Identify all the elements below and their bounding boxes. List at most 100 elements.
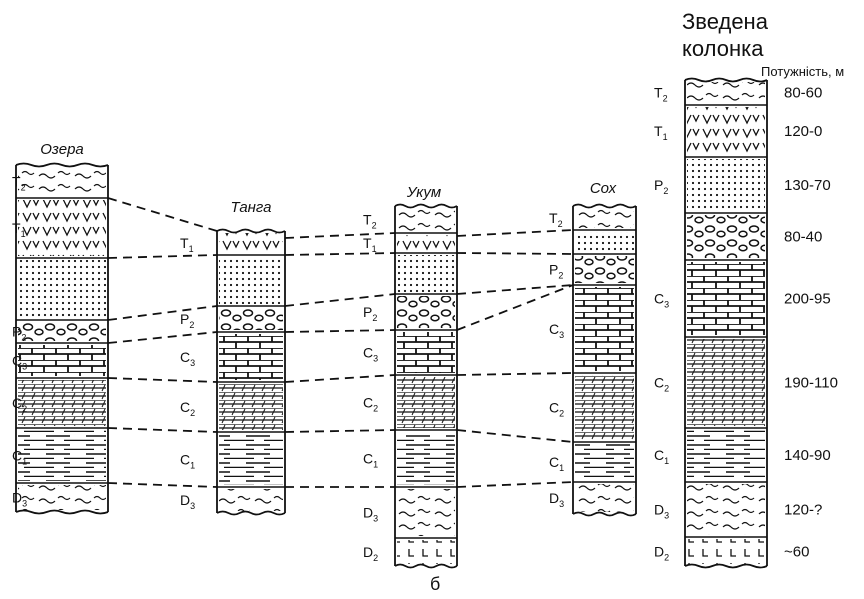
summary-title-line1: Зведена xyxy=(682,9,769,34)
layer-basalt xyxy=(687,539,765,564)
strat-label: D3 xyxy=(654,502,669,521)
layer-sand xyxy=(18,260,106,318)
thickness-value: 120-0 xyxy=(784,123,822,140)
column-title-tanga: Танга xyxy=(230,199,271,216)
strat-label: C1 xyxy=(549,454,564,473)
layer-volcanic xyxy=(219,233,283,253)
strat-label: P2 xyxy=(654,177,668,196)
thickness-header: Потужність, м xyxy=(761,64,844,79)
thickness-value: 80-40 xyxy=(784,229,822,246)
strat-label: D3 xyxy=(549,490,564,509)
column-title-sokh: Сох xyxy=(590,180,617,197)
layer-conglomerate xyxy=(18,322,106,341)
layer-volcanic xyxy=(687,107,765,155)
layer-dolomite xyxy=(397,377,455,428)
layer-shale xyxy=(397,489,455,536)
thickness-value: 190-110 xyxy=(784,375,838,392)
layer-limestone xyxy=(575,287,634,371)
strat-label: T2 xyxy=(654,85,668,104)
layer-volcanic xyxy=(18,200,106,256)
figure-caption: б xyxy=(430,574,440,594)
correlation-line xyxy=(108,332,217,343)
thickness-value: 140-90 xyxy=(784,447,831,464)
strat-label: D2 xyxy=(363,544,378,563)
layer-sand xyxy=(219,257,283,304)
summary-title-line2: колонка xyxy=(682,36,764,61)
strat-label: C3 xyxy=(363,345,378,364)
strat-label: C3 xyxy=(549,321,564,340)
layer-dolomite xyxy=(575,375,634,440)
correlation-line xyxy=(108,378,217,382)
thickness-value: 200-95 xyxy=(784,291,831,308)
layer-limestone xyxy=(687,262,765,335)
strat-label: C3 xyxy=(180,349,195,368)
layer-conglomerate xyxy=(219,308,283,330)
strat-label: C2 xyxy=(363,395,378,414)
layer-dolomite xyxy=(219,384,283,430)
strat-label: C1 xyxy=(654,447,669,466)
layer-dolomite xyxy=(687,339,765,426)
correlation-line xyxy=(285,375,395,382)
layer-limestone xyxy=(18,345,106,376)
strat-label: T1 xyxy=(180,235,194,254)
strat-label: C2 xyxy=(549,400,564,419)
column-sokh xyxy=(573,205,636,516)
column-summary xyxy=(685,79,767,568)
strat-label: D2 xyxy=(654,544,669,563)
layer-limestone xyxy=(219,334,283,380)
strat-label: T2 xyxy=(363,212,377,231)
correlation-line xyxy=(457,253,573,254)
column-title-ukum: Укум xyxy=(406,184,441,201)
layer-clay xyxy=(687,430,765,480)
layer-clay xyxy=(397,432,455,485)
layer-shale xyxy=(397,208,455,231)
strat-label: C1 xyxy=(363,451,378,470)
column-ukum xyxy=(395,205,457,568)
strat-label: P2 xyxy=(180,311,194,330)
strat-label: D3 xyxy=(363,505,378,524)
column-ozera xyxy=(16,164,108,514)
layer-clay xyxy=(219,434,283,485)
correlation-line xyxy=(457,430,573,442)
layer-volcanic xyxy=(397,235,455,251)
layer-shale xyxy=(18,485,106,510)
strat-label: C2 xyxy=(654,375,669,394)
layer-dolomite xyxy=(18,380,106,426)
thickness-value: ~60 xyxy=(784,544,809,561)
correlation-line xyxy=(108,483,217,487)
correlation-line xyxy=(108,306,217,320)
column-tanga xyxy=(217,230,285,515)
layer-conglomerate xyxy=(575,256,634,283)
correlation-line xyxy=(108,428,217,432)
correlation-line xyxy=(285,330,395,332)
strat-label: T1 xyxy=(654,123,668,142)
correlation-line xyxy=(457,230,573,236)
strat-label: T2 xyxy=(549,210,563,229)
thickness-value: 130-70 xyxy=(784,177,831,194)
correlation-line xyxy=(285,233,395,238)
layer-shale xyxy=(575,484,634,512)
layer-sand xyxy=(687,159,765,211)
layer-basalt xyxy=(397,540,455,564)
layer-shale xyxy=(687,484,765,535)
layer-shale xyxy=(687,82,765,103)
layer-shale xyxy=(219,489,283,511)
correlation-line xyxy=(457,373,573,375)
columns-group xyxy=(16,79,767,568)
strat-label: P2 xyxy=(549,262,563,281)
correlation-line xyxy=(108,255,217,258)
thickness-value: 80-60 xyxy=(784,85,822,102)
layer-conglomerate xyxy=(397,296,455,328)
correlation-line xyxy=(457,482,573,487)
strat-label: P2 xyxy=(363,304,377,323)
layer-shale xyxy=(18,167,106,196)
correlation-line xyxy=(285,253,395,255)
correlation-lines xyxy=(108,198,573,487)
correlation-line xyxy=(285,294,395,306)
layer-shale xyxy=(575,208,634,228)
layer-sand xyxy=(397,255,455,292)
layer-clay xyxy=(575,444,634,480)
strat-label: C3 xyxy=(654,291,669,310)
